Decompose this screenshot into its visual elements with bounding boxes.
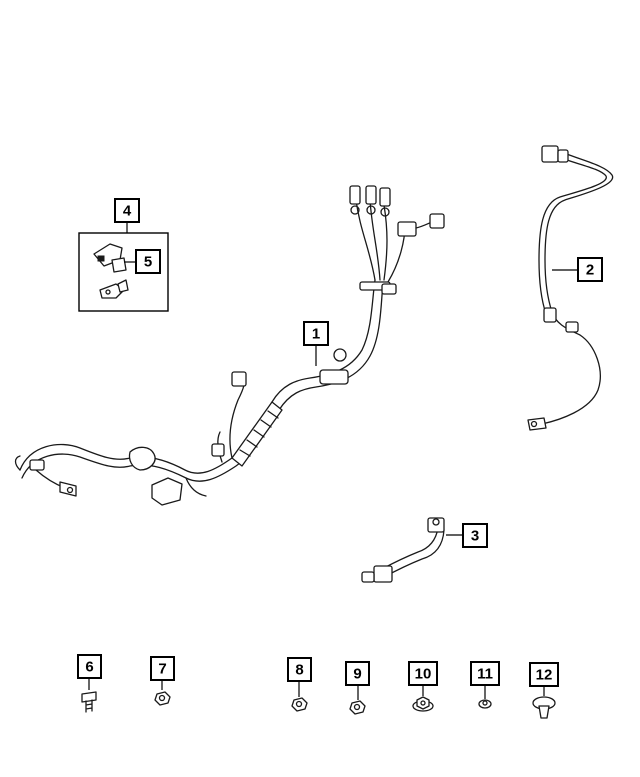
callout-7: 7: [150, 656, 175, 681]
nut-7: [154, 691, 171, 706]
callout-4: 4: [114, 198, 140, 223]
callout-10-label: 10: [415, 666, 432, 683]
callout-3-label: 3: [471, 528, 479, 545]
leader-lines: [88, 261, 578, 700]
callout-6: 6: [77, 654, 102, 679]
fasteners: [81, 691, 556, 719]
callout-7-label: 7: [158, 661, 166, 678]
sensor-group: [78, 222, 169, 312]
callout-9: 9: [345, 661, 370, 686]
callout-6-label: 6: [85, 659, 93, 676]
right-battery-cable: [527, 145, 614, 431]
callout-2-label: 2: [586, 262, 594, 279]
callout-2: 2: [577, 257, 603, 282]
nut-11: [478, 699, 492, 709]
battery-sensor: [93, 243, 127, 273]
callout-12-label: 12: [536, 667, 553, 684]
callout-5-label: 5: [144, 254, 152, 271]
callout-9-label: 9: [353, 666, 361, 683]
callout-1: 1: [303, 321, 329, 346]
callout-11: 11: [470, 661, 500, 686]
group-frame: [78, 232, 169, 312]
callout-1-label: 1: [312, 326, 320, 343]
jumper-cable: [361, 517, 445, 583]
callout-10: 10: [408, 661, 438, 686]
main-wiring-harness: [14, 185, 445, 506]
flange-nut-10: [412, 696, 434, 712]
callout-12: 12: [529, 662, 559, 687]
push-pin-12: [532, 696, 556, 719]
callout-11-label: 11: [477, 666, 493, 683]
callout-5: 5: [135, 249, 161, 274]
callout-8-label: 8: [295, 662, 303, 679]
battery-clamp: [99, 279, 129, 299]
callout-3: 3: [462, 523, 488, 548]
nut-8: [291, 697, 308, 712]
callout-4-label: 4: [123, 203, 132, 220]
screw-6: [81, 691, 97, 713]
nut-9: [349, 700, 366, 715]
callout-8: 8: [287, 657, 312, 682]
